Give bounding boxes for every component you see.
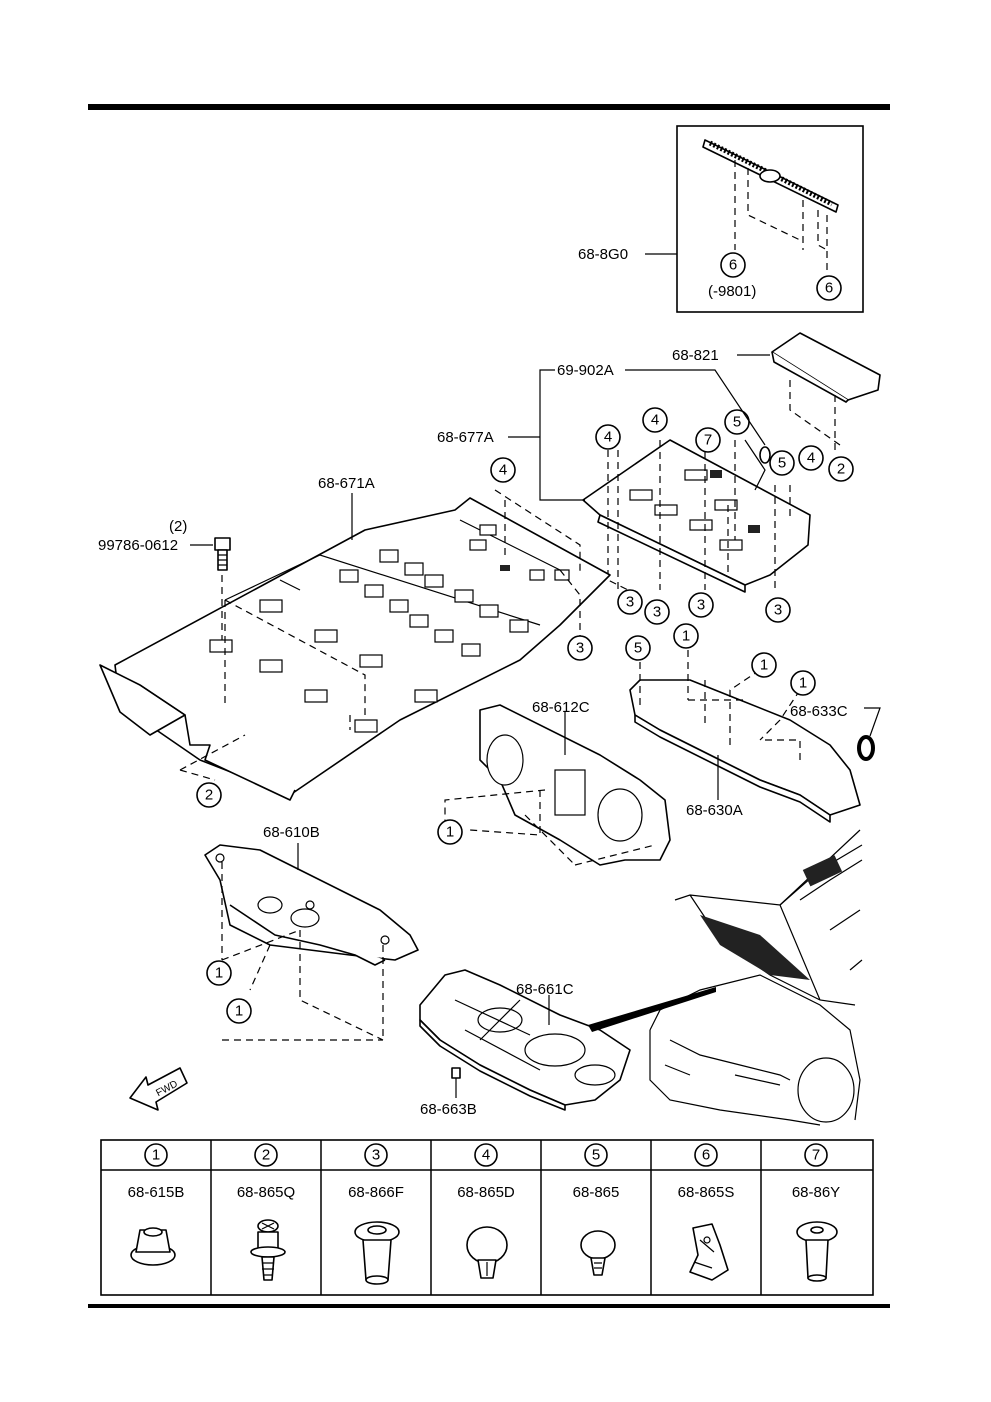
- callout-3-r3: 3: [697, 597, 705, 614]
- label-68-630A: 68-630A: [686, 802, 743, 819]
- callout-2-f1: 2: [205, 787, 213, 804]
- callout-5-r1: 5: [733, 414, 741, 431]
- callout-1-d1: 1: [446, 824, 454, 841]
- part-68-612C: [437, 704, 671, 866]
- label-68-8G0: 68-8G0: [578, 246, 628, 263]
- callout-3-f1: 3: [576, 640, 584, 657]
- callout-3-r2: 3: [653, 604, 661, 621]
- bottom-rule: [88, 1304, 890, 1308]
- spring-clip-icon: [689, 1223, 729, 1281]
- label-bolt-qty: (2): [169, 518, 187, 535]
- callout-4-f1: 4: [499, 462, 507, 479]
- label-68-612C: 68-612C: [532, 699, 590, 716]
- label-68-610B: 68-610B: [263, 824, 320, 841]
- car-illustration: [649, 829, 863, 1126]
- fastener-legend-table: [100, 1139, 874, 1296]
- label-68-633C: 68-633C: [790, 703, 848, 720]
- top-rule: [88, 104, 890, 110]
- callout-6a: 6: [729, 257, 737, 274]
- callout-5-i1: 5: [634, 640, 642, 657]
- callout-6b: 6: [825, 280, 833, 297]
- legend-num-6: 6: [702, 1147, 710, 1164]
- legend-num-2: 2: [262, 1147, 270, 1164]
- inset-68-8G0: [676, 125, 864, 313]
- legend-num-3: 3: [372, 1147, 380, 1164]
- bolt-99786-0612: [214, 537, 231, 640]
- callout-4-r3: 4: [807, 450, 815, 467]
- part-68-821: [771, 332, 881, 482]
- legend-part-3: 68-866F: [348, 1184, 404, 1201]
- legend-part-1: 68-615B: [128, 1184, 185, 1201]
- legend-num-7: 7: [812, 1147, 820, 1164]
- label-9801: (-9801): [708, 283, 756, 300]
- legend-num-1: 1: [152, 1147, 160, 1164]
- callout-2-top: 2: [837, 461, 845, 478]
- part-68-610B: [204, 844, 419, 1041]
- callout-7: 7: [704, 432, 712, 449]
- label-68-671A: 68-671A: [318, 475, 375, 492]
- legend-part-4: 68-865D: [457, 1184, 515, 1201]
- part-68-633C: [857, 707, 881, 761]
- legend-part-6: 68-865S: [678, 1184, 735, 1201]
- grommet-icon: [354, 1221, 400, 1285]
- legend-num-5: 5: [592, 1147, 600, 1164]
- label-99786-0612: 99786-0612: [98, 537, 178, 554]
- callout-4-r1: 4: [651, 412, 659, 429]
- legend-part-5: 68-865: [573, 1184, 620, 1201]
- callout-1-i3: 1: [799, 675, 807, 692]
- legend-num-4: 4: [482, 1147, 490, 1164]
- push-clip-icon: [466, 1226, 508, 1279]
- label-68-677A: 68-677A: [437, 429, 494, 446]
- callout-1-i1: 1: [682, 628, 690, 645]
- callout-3-r1: 3: [626, 594, 634, 611]
- part-68-671A: [99, 457, 611, 808]
- rivet-icon: [796, 1221, 838, 1282]
- callout-1-l1: 1: [215, 965, 223, 982]
- callout-1-l2: 1: [235, 1003, 243, 1020]
- callout-3-r4: 3: [774, 602, 782, 619]
- push-clip-small-icon: [580, 1230, 616, 1276]
- part-68-630A: [625, 623, 861, 823]
- fwd-arrow: [129, 1067, 188, 1111]
- callout-1-i2: 1: [760, 657, 768, 674]
- part-68-677A: [582, 407, 824, 625]
- callout-5-r2: 5: [778, 455, 786, 472]
- label-69-902A: 69-902A: [557, 362, 614, 379]
- screw-clip-icon: [250, 1219, 286, 1281]
- legend-part-7: 68-86Y: [792, 1184, 840, 1201]
- part-68-661C: [419, 969, 631, 1111]
- label-68-663B: 68-663B: [420, 1101, 477, 1118]
- label-68-661C: 68-661C: [516, 981, 574, 998]
- callout-4-r2: 4: [604, 429, 612, 446]
- label-68-821: 68-821: [672, 347, 719, 364]
- flange-nut-icon: [130, 1227, 176, 1266]
- legend-part-2: 68-865Q: [237, 1184, 295, 1201]
